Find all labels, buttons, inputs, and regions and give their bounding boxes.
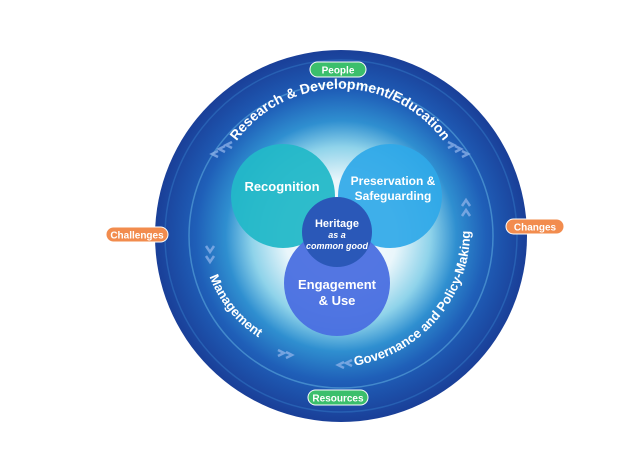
changes-badge-label: Changes [514,223,557,234]
engagement-circle [284,230,390,336]
heritage-label-line2: as a [328,230,346,240]
resources-badge [307,389,369,406]
changes-badge [505,218,565,235]
challenges-badge-label: Challenges [110,231,164,242]
engagement-label-line1: Engagement [298,277,377,292]
recognition-label: Recognition [244,179,319,194]
inner-ring-line [188,83,494,389]
people-badge [309,61,367,78]
heritage-label-line3: common good [306,241,368,251]
engagement-label-line2: & Use [319,293,356,308]
resources-badge-label: Resources [312,394,364,405]
people-badge-label: People [322,66,355,77]
challenges-badge [105,226,169,243]
heritage-center-circle [302,197,372,267]
arrows-chevron-icon [204,140,472,370]
preservation-label-line1: Preservation & [351,174,436,188]
preservation-label-line2: Safeguarding [355,189,432,203]
heritage-label-line1: Heritage [315,218,359,230]
